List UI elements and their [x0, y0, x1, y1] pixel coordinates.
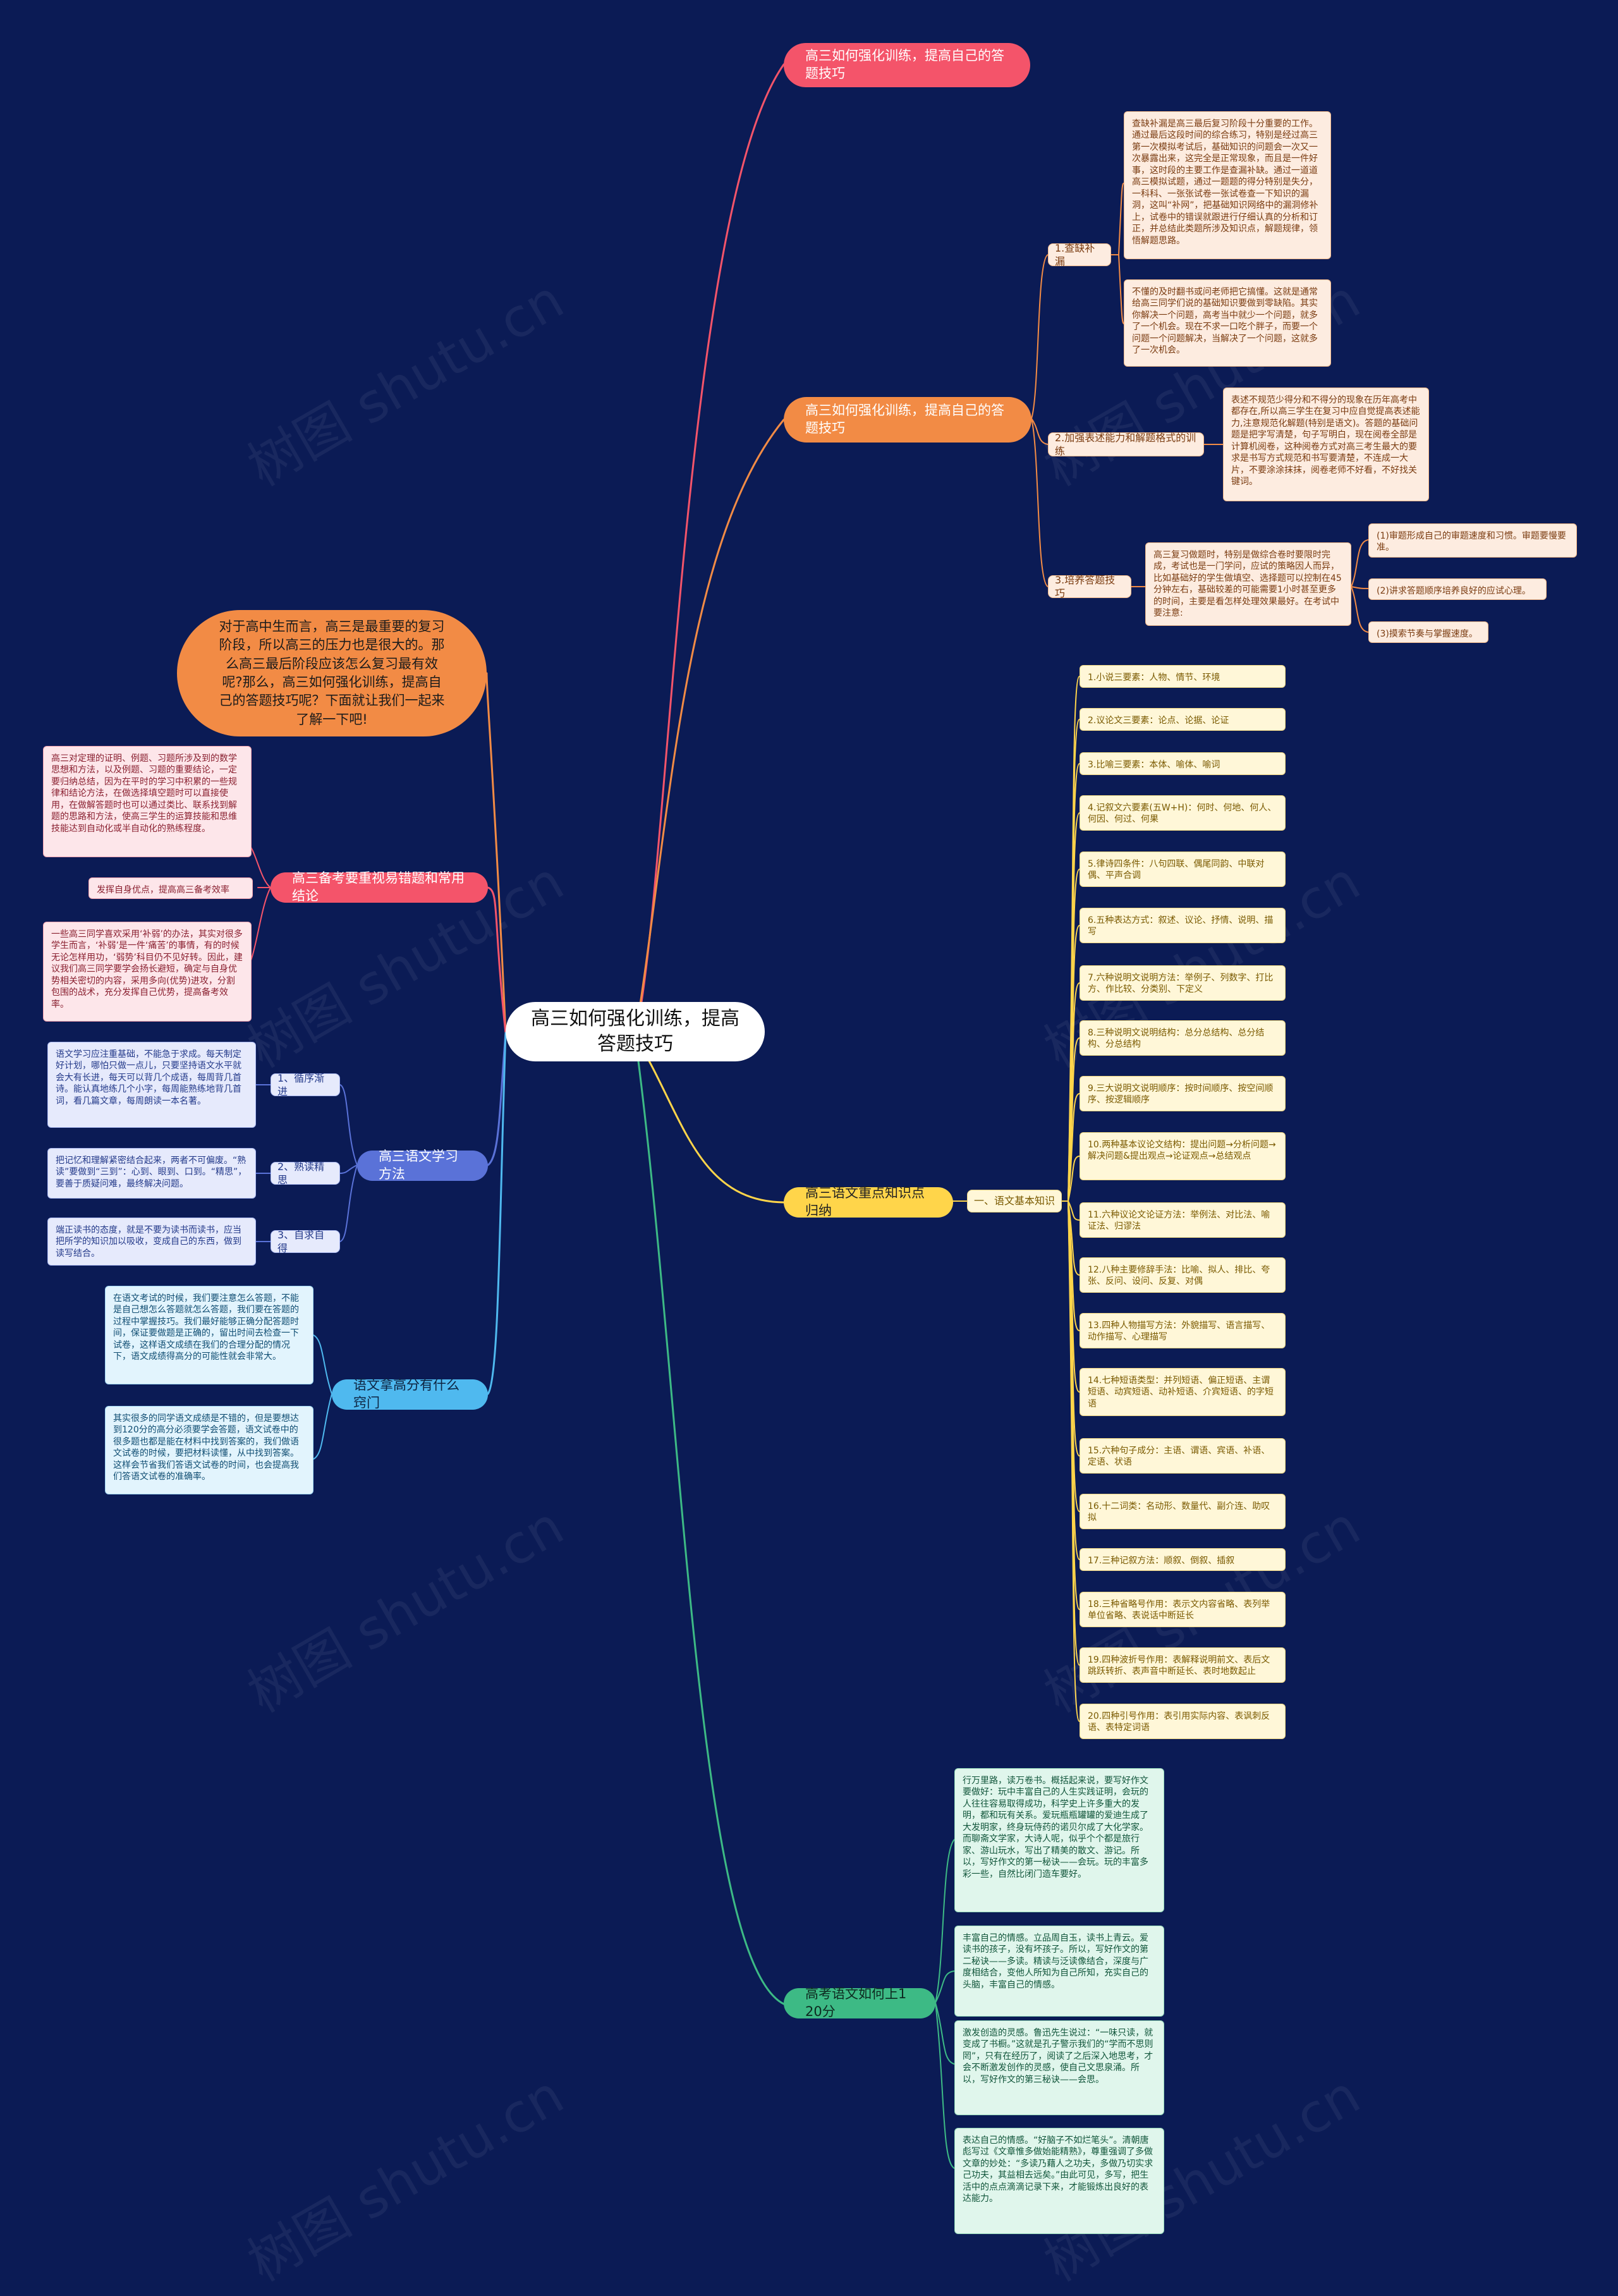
- yellow-leaf-11: 11.六种议论文论证方法：举例法、对比法、喻证法、归谬法: [1080, 1202, 1286, 1238]
- orange-leaf-3: 高三复习做题时，特别是做综合卷时要限时完成，考试也是一门学问，应试的策略因人而异…: [1145, 542, 1351, 626]
- yellow-leaf-16: 16.十二词类：名动形、数量代、副介连、助叹拟: [1080, 1494, 1286, 1529]
- orange-leaf-3-2: (2)讲求答题顺序培养良好的应试心理。: [1368, 578, 1547, 600]
- orange-leaf-3-1: (1)审题形成自己的审题速度和习惯。审题要慢要准。: [1368, 523, 1577, 558]
- branch-sky-title[interactable]: 语文拿高分有什么窍门: [332, 1377, 488, 1410]
- orange-sub-3[interactable]: 3.培养答题技巧: [1048, 574, 1131, 599]
- orange-leaf-1b: 不懂的及时翻书或问老师把它搞懂。这就是通常给高三同学们说的基础知识要做到零缺陷。…: [1124, 279, 1331, 367]
- yellow-connector: [1068, 1200, 1080, 1221]
- blue-sub-2[interactable]: 2、熟读精思: [271, 1161, 340, 1186]
- yellow-leaf-15: 15.六种句子成分：主语、谓语、宾语、补语、定语、状语: [1080, 1438, 1286, 1474]
- yellow-connector: [1068, 1200, 1080, 1722]
- branch-green-title[interactable]: 高考语文如何上120分: [784, 1986, 935, 2019]
- blue-leaf-1: 语文学习应注重基础，不能急于求成。每天制定好计划，哪怕只做一点儿，只要坚持语文水…: [47, 1042, 256, 1128]
- orange-leaf-1a: 查缺补漏是高三最后复习阶段十分重要的工作。通过最后这段时间的综合练习，特别是经过…: [1124, 111, 1331, 259]
- yellow-leaf-1: 1.小说三要素：人物、情节、环境: [1080, 665, 1286, 688]
- yellow-leaf-19: 19.四种波折号作用：表解释说明前文、表后文跳跃转折、表声音中断延长、表时地数起…: [1080, 1647, 1286, 1683]
- green-leaf-1: 行万里路，读万卷书。概括起来说，要写好作文要做好：玩中丰富自己的人生实践证明，会…: [954, 1768, 1164, 1912]
- yellow-connector: [1068, 1093, 1080, 1202]
- sky-leaf-2: 其实很多的同学语文成绩是不错的，但是要想达到120分的高分必须要学会答题，语文试…: [105, 1406, 313, 1494]
- yellow-leaf-4: 4.记叙文六要素(五W+H)：何时、何地、何人、何因、何过、何果: [1080, 795, 1286, 831]
- yellow-connector: [1068, 1200, 1080, 1276]
- branch-top-title[interactable]: 高三如何强化训练，提高自己的答题技巧: [784, 43, 1030, 87]
- yellow-leaf-9: 9.三大说明文说明顺序：按时间顺序、按空间顺序、按逻辑顺序: [1080, 1076, 1286, 1111]
- green-leaf-2: 丰富自己的情感。立品周自玉，读书上青云。爱读书的孩子，没有坏孩子。所以，写好作文…: [954, 1926, 1164, 2017]
- yellow-leaf-13: 13.四种人物描写方法：外貌描写、语言描写、动作描写、心理描写: [1080, 1313, 1286, 1348]
- yellow-connector: [1068, 1037, 1080, 1202]
- green-leaf-4: 表达自己的情感。“好脑子不如烂笔头”。清朝唐彪写过《文章惟多做始能精熟》，尊重强…: [954, 2128, 1164, 2234]
- yellow-leaf-8: 8.三种说明文说明结构：总分总结构、总分结构、分总结构: [1080, 1020, 1286, 1056]
- orange-sub-2[interactable]: 2.加强表述能力和解题格式的训练: [1048, 432, 1204, 457]
- yellow-leaf-3: 3.比喻三要素：本体、喻体、喻词: [1080, 752, 1286, 775]
- yellow-leaf-6: 6.五种表达方式：叙述、议论、抒情、说明、描写: [1080, 908, 1286, 943]
- yellow-leaf-14: 14.七种短语类型：并列短语、偏正短语、主谓短语、动宾短语、动补短语、介宾短语、…: [1080, 1368, 1286, 1416]
- orange-leaf-2: 表述不规范少得分和不得分的现象在历年高考中都存在,所以高三学生在复习中应自觉提高…: [1223, 388, 1429, 501]
- yellow-leaf-20: 20.四种引号作用：表引用实际内容、表讽刺反语、表特定词语: [1080, 1704, 1286, 1739]
- yellow-sub[interactable]: 一、语文基本知识: [967, 1190, 1062, 1212]
- branch-red-title[interactable]: 高三备考要重视易错题和常用结论: [271, 870, 488, 903]
- branch-blue-title[interactable]: 高三语文学习方法: [357, 1149, 488, 1182]
- red-leaf-2: 发挥自身优点，提高高三备考效率: [88, 877, 253, 899]
- blue-leaf-3: 端正读书的态度，就是不要为读书而读书，应当把所学的知识加以吸收，变成自己的东西，…: [47, 1218, 256, 1266]
- yellow-leaf-18: 18.三种省略号作用：表示文内容省略、表列举单位省略、表说话中断延长: [1080, 1592, 1286, 1627]
- yellow-leaf-7: 7.六种说明文说明方法：举例子、列数字、打比方、作比较、分类别、下定义: [1080, 965, 1286, 1001]
- yellow-connector: [1068, 1156, 1080, 1202]
- yellow-leaf-17: 17.三种记叙方法：顺叙、倒叙、插叙: [1080, 1548, 1286, 1571]
- sky-leaf-1: 在语文考试的时候，我们要注意怎么答题，不能是自己想怎么答题就怎么答题，我们要在答…: [105, 1286, 313, 1384]
- yellow-leaf-5: 5.律诗四条件：八句四联、偶尾同韵、中联对偶、平声合调: [1080, 852, 1286, 887]
- yellow-leaf-2: 2.议论文三要素：论点、论据、论证: [1080, 708, 1286, 731]
- red-leaf-1: 高三对定理的证明、例题、习题所涉及到的数学思想和方法，以及例题、习题的重要结论，…: [43, 746, 252, 857]
- yellow-leaf-10: 10.两种基本议论文结构：提出问题→分析问题→解决问题&提出观点→论证观点→总结…: [1080, 1132, 1286, 1180]
- branch-orange-title[interactable]: 高三如何强化训练，提高自己的答题技巧: [784, 397, 1031, 443]
- red-leaf-3: 一些高三同学喜欢采用‘补弱’的办法，其实对很多学生而言，‘补弱’是一件‘痛苦’的…: [43, 922, 252, 1022]
- yellow-leaf-12: 12.八种主要修辞手法：比喻、拟人、排比、夸张、反问、设问、反复、对偶: [1080, 1257, 1286, 1293]
- root-node[interactable]: 高三如何强化训练，提高答题技巧: [506, 1002, 765, 1061]
- blue-leaf-2: 把记忆和理解紧密结合起来，两者不可偏废。“熟读”要做到“三到”：心到、眼到、口到…: [47, 1148, 256, 1199]
- intro-node[interactable]: 对于高中生而言，高三是最重要的复习阶段，所以高三的压力也是很大的。那么高三最后阶…: [177, 610, 487, 736]
- blue-sub-1[interactable]: 1、循序渐进: [271, 1072, 340, 1097]
- green-leaf-3: 激发创造的灵感。鲁迅先生说过：“一味只读，就变成了书橱。”这就是孔子警示我们的“…: [954, 2020, 1164, 2115]
- orange-leaf-3-3: (3)摸索节奏与掌握速度。: [1368, 621, 1488, 643]
- blue-sub-3[interactable]: 3、自求自得: [271, 1229, 340, 1254]
- branch-yellow-title[interactable]: 高三语文重点知识点归纳: [784, 1185, 953, 1218]
- orange-sub-1[interactable]: 1.查缺补漏: [1048, 242, 1111, 267]
